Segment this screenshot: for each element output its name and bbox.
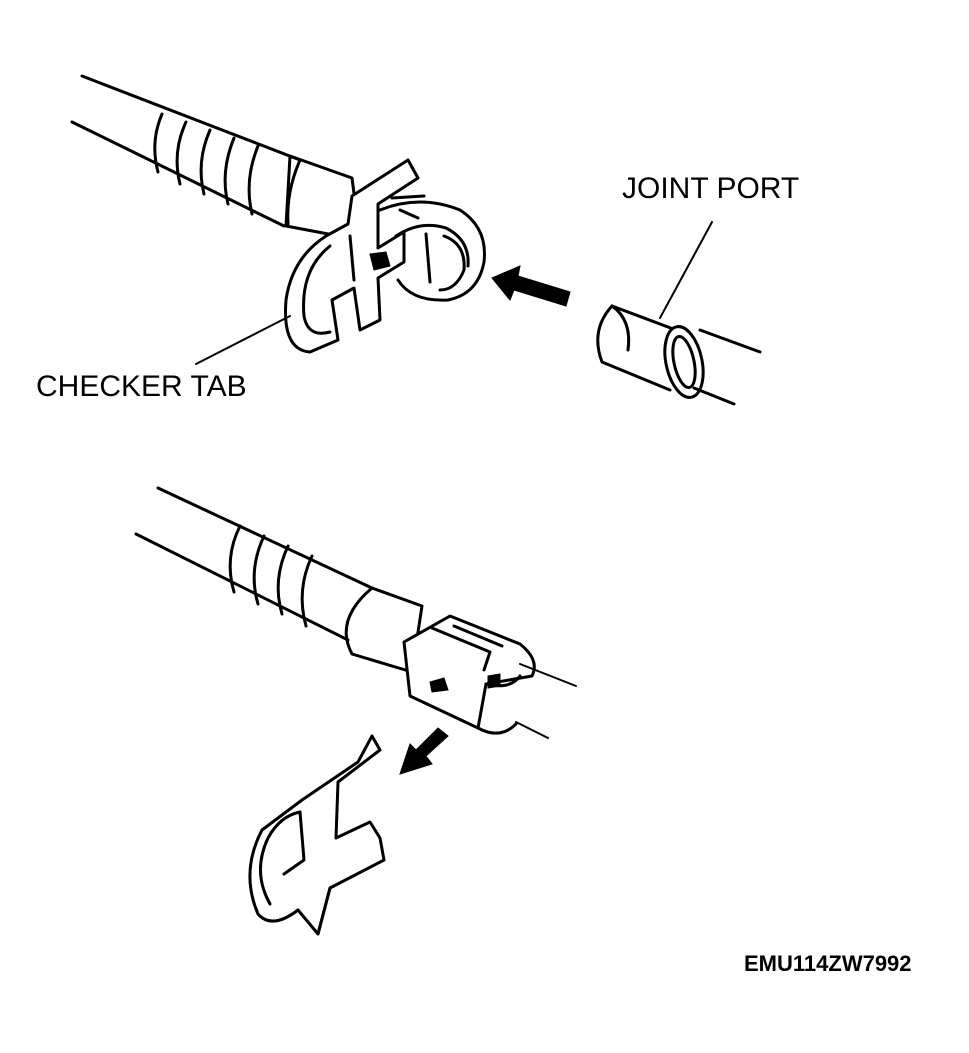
figure-code-label: EMU114ZW7992 xyxy=(744,951,912,976)
joint-port-pipe xyxy=(596,304,762,406)
top-connector-socket xyxy=(378,194,486,302)
top-hose-assembly xyxy=(70,74,362,242)
joint-port-label: JOINT PORT xyxy=(622,172,800,205)
remove-arrow xyxy=(399,727,449,775)
removed-checker-tab xyxy=(248,734,386,936)
bottom-connector-socket xyxy=(402,614,577,739)
leader-lines-top xyxy=(195,221,713,365)
top-checker-tab xyxy=(284,158,420,354)
checker-tab-label: CHECKER TAB xyxy=(36,370,247,403)
bottom-hose-assembly xyxy=(134,486,424,674)
insert-arrow xyxy=(491,265,571,307)
